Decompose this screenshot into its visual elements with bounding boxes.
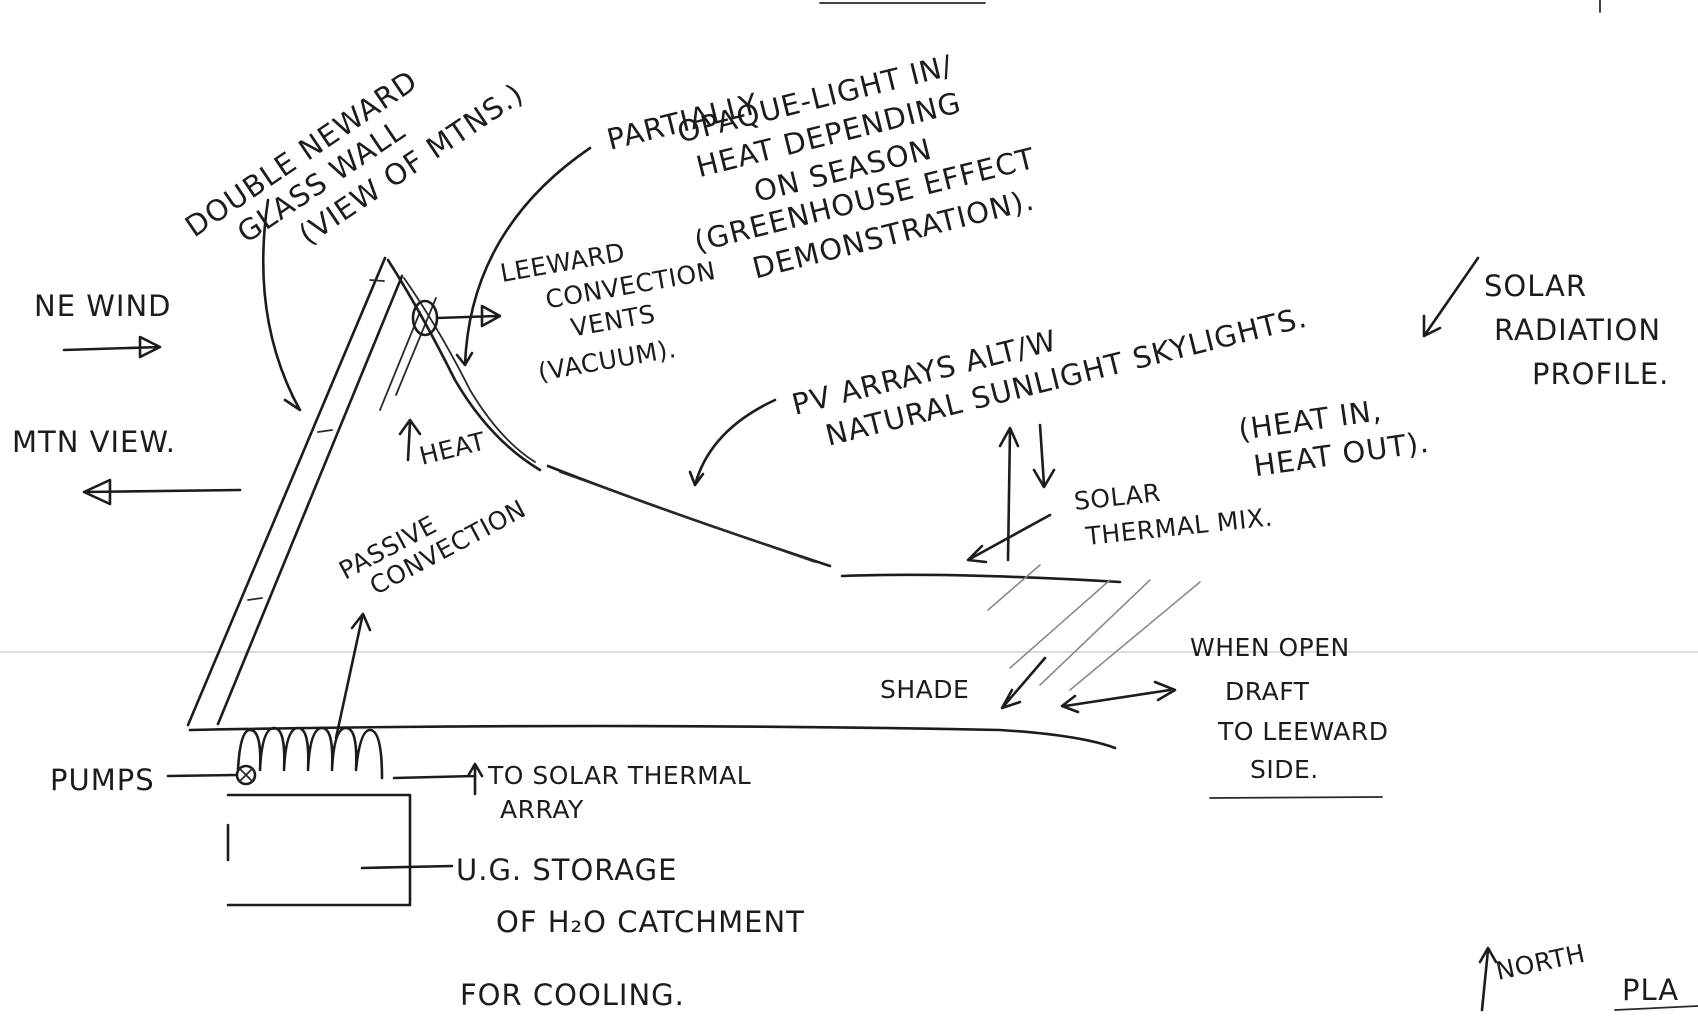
leeward-roof-inner <box>403 277 536 463</box>
passive-convection-label: PASSIVE CONVECTION <box>334 469 530 610</box>
shade-arrow-icon <box>1000 656 1047 710</box>
draft-arrow-icon <box>1060 680 1177 714</box>
storage-leader <box>360 864 454 870</box>
opaque-leader <box>455 146 592 367</box>
wind-arrow-icon <box>62 335 162 359</box>
solar-rad-line-1: SOLAR <box>1484 269 1587 303</box>
storage-line-1: U.G. STORAGE <box>456 853 677 887</box>
convection-leader <box>334 612 372 740</box>
heat-arrow-icon <box>398 418 422 462</box>
when-open-underline <box>1209 796 1383 799</box>
cooling-coils <box>236 726 384 780</box>
glass-wall-inner <box>216 274 404 726</box>
ground-line <box>188 724 1117 750</box>
vent-arrow <box>435 304 502 328</box>
heat-out-arrow-icon <box>1032 423 1056 489</box>
when-open-label: WHEN OPEN DRAFT TO LEEWARD SIDE. <box>1190 633 1397 784</box>
solar-mix-leader <box>966 513 1052 564</box>
solar-radiation-label: SOLAR RADIATION PROFILE. <box>1484 269 1671 391</box>
solar-rad-line-2: RADIATION <box>1494 313 1661 347</box>
pv-array-roof-2 <box>559 471 816 563</box>
heat-label: HEAT <box>416 426 488 470</box>
leeward-line-4: (VACUUM). <box>536 334 679 387</box>
when-open-line-4: SIDE. <box>1250 755 1319 784</box>
plan-label: PLA <box>1622 973 1679 1007</box>
plan-underline <box>1614 1005 1698 1011</box>
heat-in-out-label: (HEAT IN, HEAT OUT). <box>1236 387 1431 484</box>
pump-symbol-x <box>239 768 253 782</box>
solar-thermal-line-1: SOLAR <box>1073 478 1163 516</box>
shade-hatch <box>987 564 1201 691</box>
solar-thermal-label: SOLAR THERMAL MIX. <box>1073 467 1275 552</box>
north-label: NORTH <box>1493 939 1588 986</box>
shade-label: SHADE <box>880 675 969 704</box>
leeward-roof <box>386 258 542 472</box>
labels: DOUBLE NEWARD GLASS WALL (VIEW OF MTNS.)… <box>12 18 1679 1012</box>
wall-hatching <box>379 297 437 411</box>
view-arrow-icon <box>82 478 242 506</box>
when-open-line-1: WHEN OPEN <box>1190 633 1350 662</box>
pv-array-roof <box>546 464 832 568</box>
building-section <box>186 256 1122 907</box>
pumps-leader <box>166 773 238 778</box>
glass-wall-leader <box>261 198 302 412</box>
storage-line-2: OF H₂O CATCHMENT <box>496 905 805 939</box>
storage-line-3: FOR COOLING. <box>460 978 685 1012</box>
pv-leader <box>688 398 777 487</box>
to-solar-leader <box>392 762 484 796</box>
when-open-line-2: DRAFT <box>1225 677 1310 706</box>
to-solar-line-1: TO SOLAR THERMAL <box>487 761 751 790</box>
when-open-line-3: TO LEEWARD <box>1217 717 1389 746</box>
pv-arrays-label: PV ARRAYS ALT/W NATURAL SUNLIGHT SKYLIGH… <box>788 263 1310 459</box>
solar-radiation-arrow-icon <box>1422 256 1480 338</box>
to-solar-line-2: ARRAY <box>500 795 584 824</box>
glass-wall-label: DOUBLE NEWARD GLASS WALL (VIEW OF MTNS.) <box>179 18 530 302</box>
north-arrow-icon <box>1478 946 1498 1012</box>
mountain-view-label: MTN VIEW. <box>12 425 176 459</box>
storage-tank <box>226 793 412 907</box>
glass-wall-mullions <box>247 279 385 601</box>
flat-roof <box>840 573 1122 584</box>
wind-label: NE WIND <box>34 289 172 323</box>
glass-wall-outer <box>186 256 387 727</box>
to-solar-thermal-label: TO SOLAR THERMAL ARRAY <box>487 761 760 824</box>
arrows <box>62 146 1698 1012</box>
pumps-label: PUMPS <box>50 763 155 797</box>
storage-label: U.G. STORAGE OF H₂O CATCHMENT FOR COOLIN… <box>456 853 815 1012</box>
solar-rad-line-3: PROFILE. <box>1532 357 1669 391</box>
